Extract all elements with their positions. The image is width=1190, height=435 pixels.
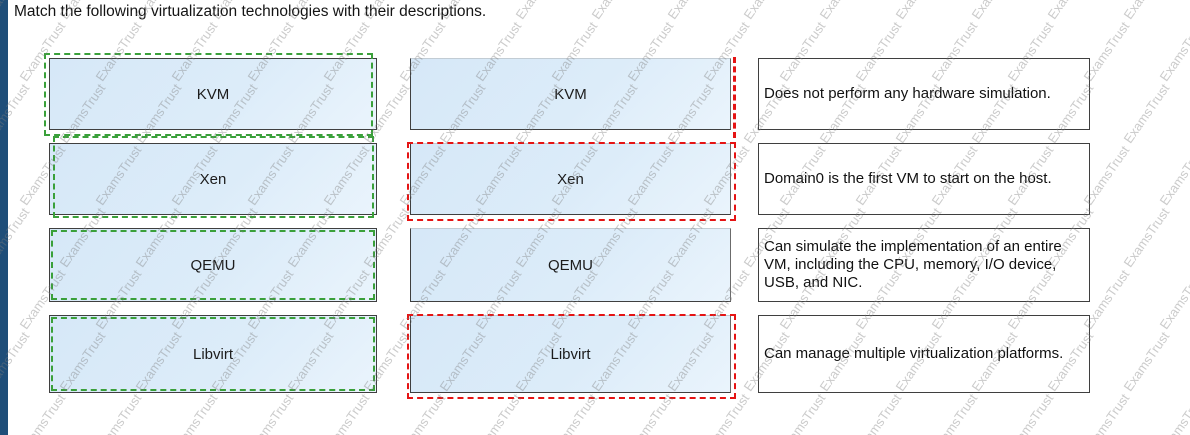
drag-item-xen[interactable]: Xen — [49, 136, 377, 218]
target-item-qemu[interactable]: QEMU — [410, 228, 731, 302]
drag-item-xen-label: Xen — [199, 170, 227, 188]
drop-indicator-red — [733, 57, 736, 138]
description-box-1: Does not perform any hardware simulation… — [758, 58, 1090, 130]
target-item-libvirt-label: Libvirt — [550, 345, 591, 363]
description-box-3: Can simulate the implementation of an en… — [758, 228, 1090, 302]
target-item-xen-label: Xen — [557, 170, 584, 188]
drag-item-qemu-label: QEMU — [190, 256, 236, 274]
target-item-kvm[interactable]: KVM — [410, 57, 736, 138]
target-item-qemu-label: QEMU — [548, 256, 593, 274]
description-box-2: Domain0 is the first VM to start on the … — [758, 143, 1090, 215]
drag-item-qemu[interactable]: QEMU — [49, 228, 377, 302]
target-item-xen[interactable]: Xen — [407, 142, 736, 221]
left-accent-bar — [0, 0, 8, 435]
drag-item-kvm-label: KVM — [196, 85, 230, 103]
target-item-libvirt[interactable]: Libvirt — [407, 314, 736, 399]
question-text: Match the following virtualization techn… — [14, 3, 487, 20]
description-box-4: Can manage multiple virtualization platf… — [758, 315, 1090, 393]
description-text-3: Can simulate the implementation of an en… — [764, 238, 1062, 291]
description-text-4: Can manage multiple virtualization platf… — [764, 345, 1064, 363]
drag-item-libvirt[interactable]: Libvirt — [49, 315, 377, 393]
target-item-kvm-label: KVM — [554, 85, 587, 103]
description-text-2: Domain0 is the first VM to start on the … — [764, 170, 1052, 188]
drag-item-kvm[interactable]: KVM — [44, 53, 377, 136]
drag-item-libvirt-label: Libvirt — [192, 345, 233, 363]
description-text-1: Does not perform any hardware simulation… — [764, 85, 1051, 103]
